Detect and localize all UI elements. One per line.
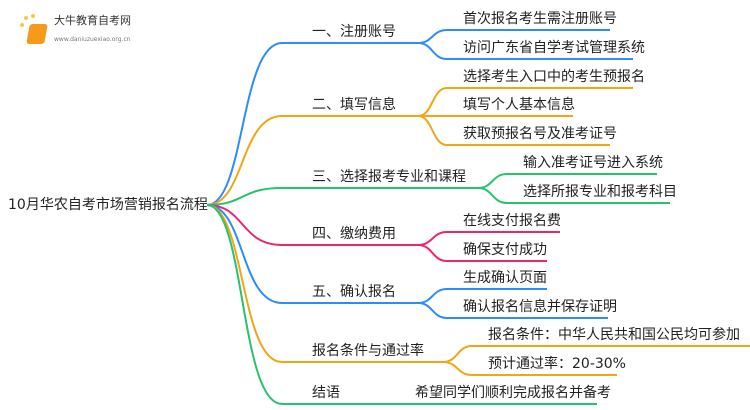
logo-dot bbox=[24, 16, 28, 20]
branch-label: 报名条件与通过率 bbox=[312, 343, 424, 359]
child-line bbox=[417, 302, 608, 319]
child-line bbox=[417, 42, 633, 60]
logo-name: 大牛教育自考网 bbox=[54, 14, 131, 27]
branch-line bbox=[206, 204, 418, 246]
branch-line bbox=[206, 115, 418, 206]
child-topic: 希望同学们顺利完成报名并备考 bbox=[415, 385, 611, 401]
child-topic: 访问广东省自学考试管理系统 bbox=[463, 40, 645, 56]
child-topic: 预计通过率：20-30% bbox=[488, 356, 626, 372]
logo-dot bbox=[31, 14, 35, 18]
child-topic: 确保支付成功 bbox=[463, 242, 547, 258]
child-topic: 首次报名考生需注册账号 bbox=[463, 11, 617, 27]
child-line bbox=[417, 87, 633, 117]
child-topic: 选择考生入口中的考生预报名 bbox=[463, 69, 645, 85]
branch-label: 一、注册账号 bbox=[312, 24, 396, 40]
child-topic: 输入准考证号进入系统 bbox=[523, 155, 663, 171]
child-topic: 在线支付报名费 bbox=[463, 213, 561, 229]
root-topic: 10月华农自考市场营销报名流程 bbox=[8, 197, 208, 213]
branch-label: 五、确认报名 bbox=[312, 284, 396, 300]
logo-url: www.daniuzuexiao.org.cn bbox=[54, 36, 131, 43]
branch-label: 四、缴纳费用 bbox=[312, 226, 396, 242]
child-topic: 选择所报专业和报考科目 bbox=[523, 184, 677, 200]
child-topic: 报名条件：中华人民共和国公民均可参加 bbox=[488, 327, 740, 343]
branch-label: 二、填写信息 bbox=[312, 97, 396, 113]
branch-line bbox=[206, 204, 597, 405]
branch-line bbox=[206, 204, 443, 363]
branch-line bbox=[206, 187, 478, 206]
child-topic: 确认报名信息并保存证明 bbox=[463, 299, 617, 315]
branch-line bbox=[206, 42, 418, 206]
child-topic: 填写个人基本信息 bbox=[463, 97, 575, 113]
branch-line bbox=[206, 204, 418, 304]
branch-label: 三、选择报考专业和课程 bbox=[312, 169, 466, 185]
child-line bbox=[477, 187, 670, 204]
child-line bbox=[442, 361, 617, 376]
child-topic: 获取预报名号及准考证号 bbox=[463, 126, 617, 142]
child-topic: 生成确认页面 bbox=[463, 270, 547, 286]
child-line bbox=[417, 115, 610, 146]
logo-dot bbox=[20, 23, 24, 27]
child-line bbox=[417, 244, 547, 262]
branch-label: 结语 bbox=[312, 385, 340, 401]
logo: 大牛教育自考网 www.daniuzuexiao.org.cn bbox=[18, 12, 138, 52]
